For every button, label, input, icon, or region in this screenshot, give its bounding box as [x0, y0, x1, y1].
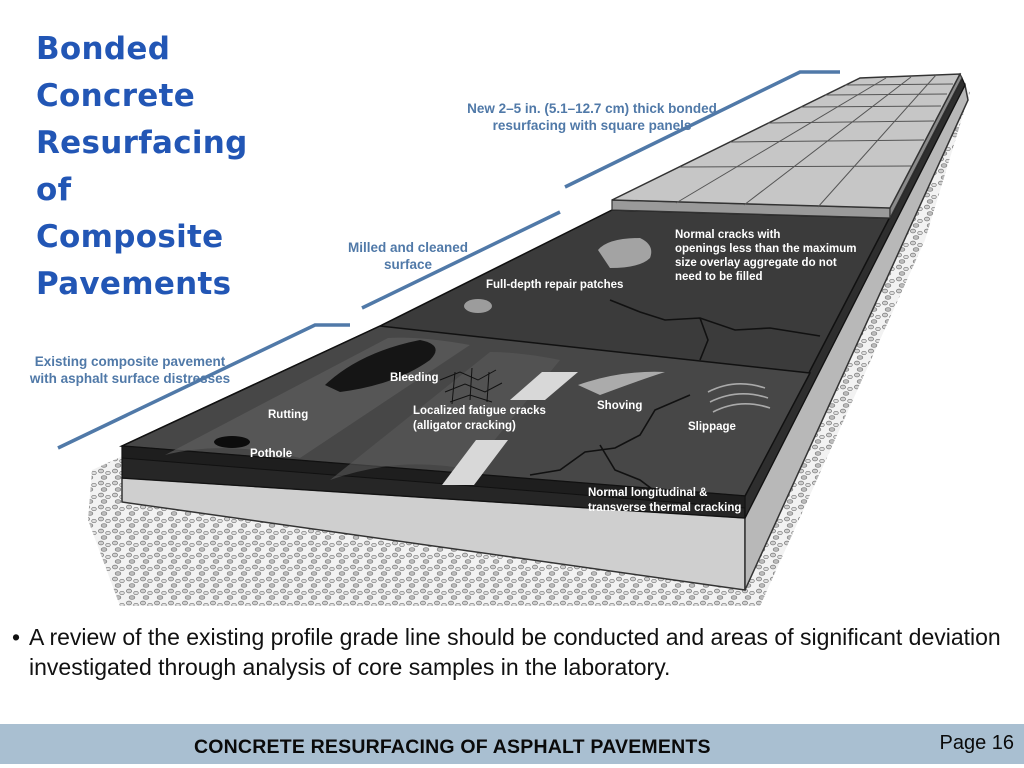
overlay-panel-joints	[675, 74, 954, 208]
title-line: Resurfacing	[36, 125, 248, 161]
shoving-mark	[578, 371, 665, 395]
label-shoving: Shoving	[597, 400, 642, 412]
label-bleeding: Bleeding	[390, 372, 439, 384]
label-thermal-2: transverse thermal cracking	[588, 502, 741, 514]
label-normal-cracks-2: openings less than the maximum	[675, 243, 856, 255]
pavement-diagram: New 2–5 in. (5.1–12.7 cm) thick bonded r…	[29, 70, 970, 606]
callout-existing-2: with asphalt surface distresses	[29, 371, 230, 386]
page-number: Page 16	[939, 732, 1014, 754]
bullet-point: • A review of the existing profile grade…	[12, 622, 1002, 682]
bullet-symbol: •	[12, 624, 21, 650]
bullet-text: A review of the existing profile grade l…	[29, 624, 1001, 680]
title-line: Composite	[36, 219, 224, 255]
repair-patch-2	[464, 299, 492, 313]
bleeding-patch	[325, 340, 436, 392]
callout-new-layer-2: resurfacing with square panels	[493, 118, 692, 133]
footer-bar: CONCRETE RESURFACING OF ASPHALT PAVEMENT…	[0, 724, 1024, 764]
slippage-mark	[707, 383, 771, 413]
slide-title: Bonded Concrete Resurfacing of Composite…	[36, 26, 336, 308]
label-fatigue-2: (alligator cracking)	[413, 420, 516, 432]
title-line: of	[36, 172, 72, 208]
footer-title: CONCRETE RESURFACING OF ASPHALT PAVEMENT…	[194, 736, 711, 758]
lane-marking-2	[442, 440, 508, 485]
label-normal-cracks-4: need to be filled	[675, 271, 763, 283]
lane-marking-1	[510, 372, 578, 400]
label-normal-cracks-1: Normal cracks with	[675, 229, 780, 241]
pothole-mark	[214, 436, 250, 448]
title-line: Bonded	[36, 31, 171, 67]
alligator-cracking	[439, 367, 503, 405]
title-line: Concrete	[36, 78, 196, 114]
callout-existing-1: Existing composite pavement	[35, 354, 226, 369]
rutting-groove-2	[330, 352, 560, 480]
existing-surface-front	[121, 445, 746, 509]
callout-leaders	[57, 70, 840, 450]
thermal-cracks	[529, 299, 821, 496]
repair-patch-1	[598, 238, 652, 268]
callout-milled-2: surface	[384, 257, 433, 272]
label-thermal-1: Normal longitudinal &	[588, 487, 707, 499]
callout-milled-1: Milled and cleaned	[348, 240, 468, 255]
label-full-depth: Full-depth repair patches	[486, 279, 623, 291]
title-line: Pavements	[36, 266, 232, 302]
label-rutting: Rutting	[268, 409, 308, 421]
label-slippage: Slippage	[688, 421, 736, 433]
label-fatigue-1: Localized fatigue cracks	[413, 405, 546, 417]
label-pothole: Pothole	[250, 448, 292, 460]
label-normal-cracks-3: size overlay aggregate do not	[675, 257, 837, 269]
callout-new-layer-1: New 2–5 in. (5.1–12.7 cm) thick bonded	[467, 101, 717, 116]
